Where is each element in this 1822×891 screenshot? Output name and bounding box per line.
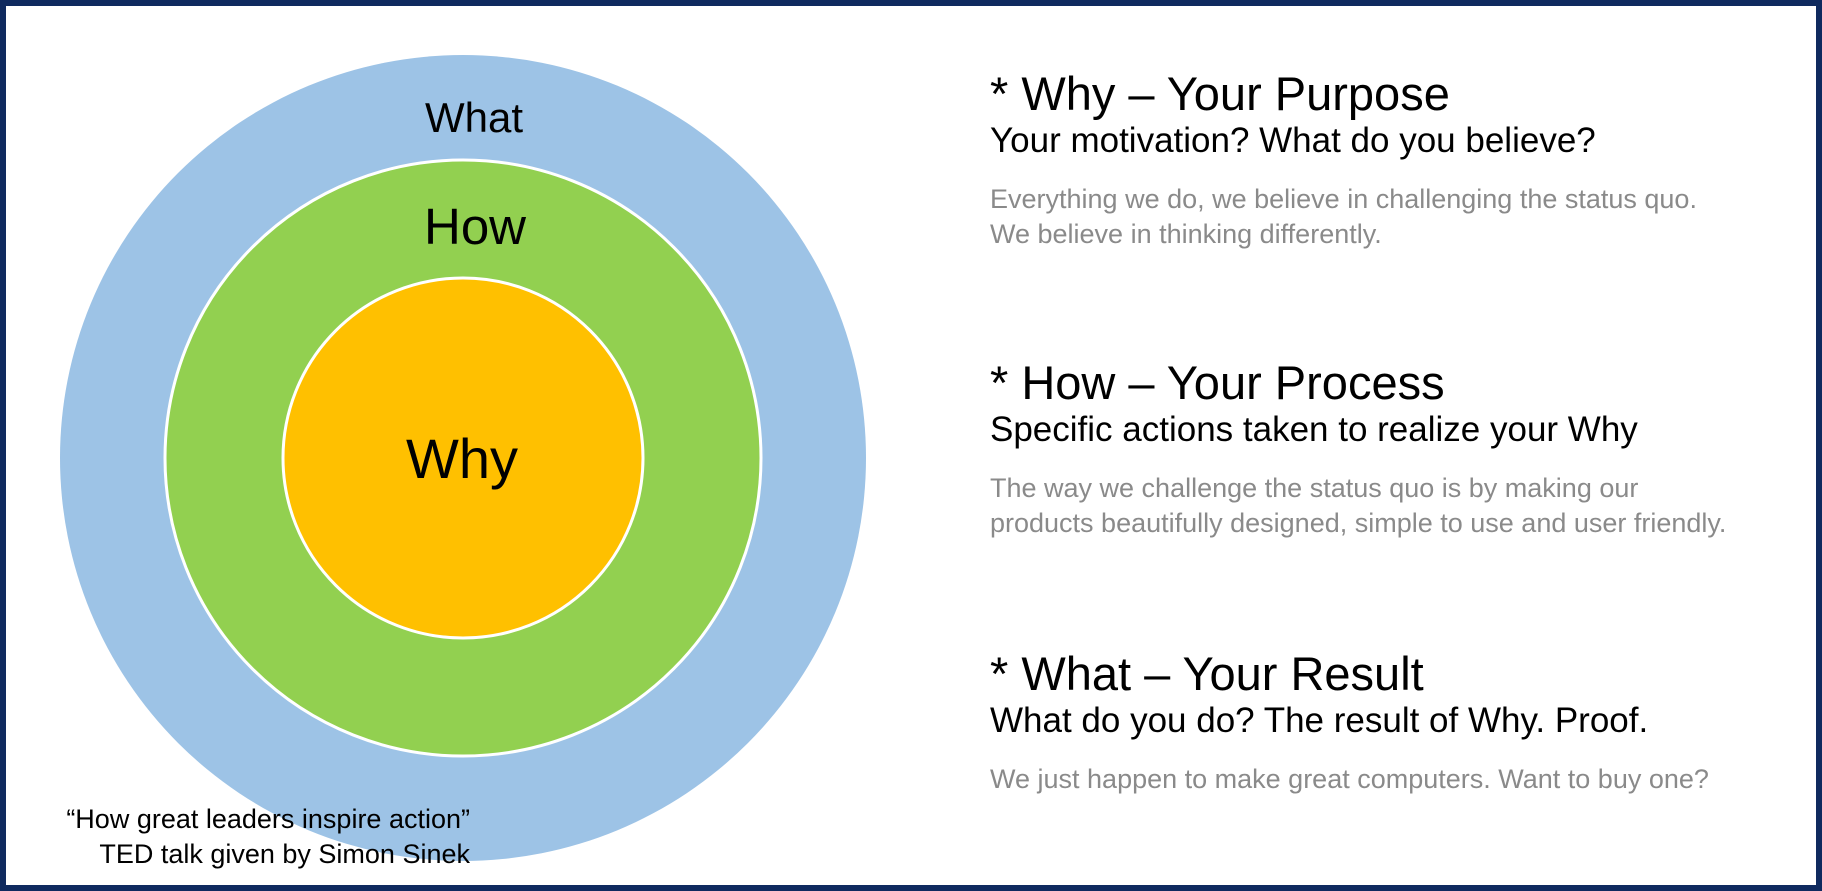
what-section-subtitle: What do you do? The result of Why. Proof…	[990, 701, 1649, 740]
how-ring-label: How	[424, 198, 526, 255]
why-body-line: Everything we do, we believe in challeng…	[990, 184, 1697, 214]
what-result-section: * What – Your Result What do you do? The…	[990, 648, 1810, 797]
what-section-title: * What – Your Result	[990, 647, 1424, 700]
what-ring-label: What	[425, 94, 523, 141]
how-process-section: * How – Your Process Specific actions ta…	[990, 357, 1810, 541]
what-body-line: We just happen to make great computers. …	[990, 764, 1709, 794]
caption-credit: TED talk given by Simon Sinek	[99, 839, 470, 869]
how-body-line: products beautifully designed, simple to…	[990, 508, 1727, 538]
ted-talk-caption: “How great leaders inspire action” TED t…	[30, 802, 470, 872]
caption-title: “How great leaders inspire action”	[66, 804, 470, 834]
how-body-line: The way we challenge the status quo is b…	[990, 473, 1639, 503]
why-circle-label: Why	[406, 427, 518, 490]
how-section-subtitle: Specific actions taken to realize your W…	[990, 410, 1638, 449]
why-section-body: Everything we do, we believe in challeng…	[990, 182, 1810, 252]
what-section-body: We just happen to make great computers. …	[990, 762, 1810, 797]
why-section-subtitle: Your motivation? What do you believe?	[990, 121, 1596, 160]
why-body-line: We believe in thinking differently.	[990, 219, 1382, 249]
how-section-body: The way we challenge the status quo is b…	[990, 471, 1810, 541]
why-purpose-section: * Why – Your Purpose Your motivation? Wh…	[990, 68, 1810, 252]
why-section-title: * Why – Your Purpose	[990, 67, 1450, 120]
why-inner-circle	[281, 276, 645, 640]
how-section-title: * How – Your Process	[990, 356, 1445, 409]
